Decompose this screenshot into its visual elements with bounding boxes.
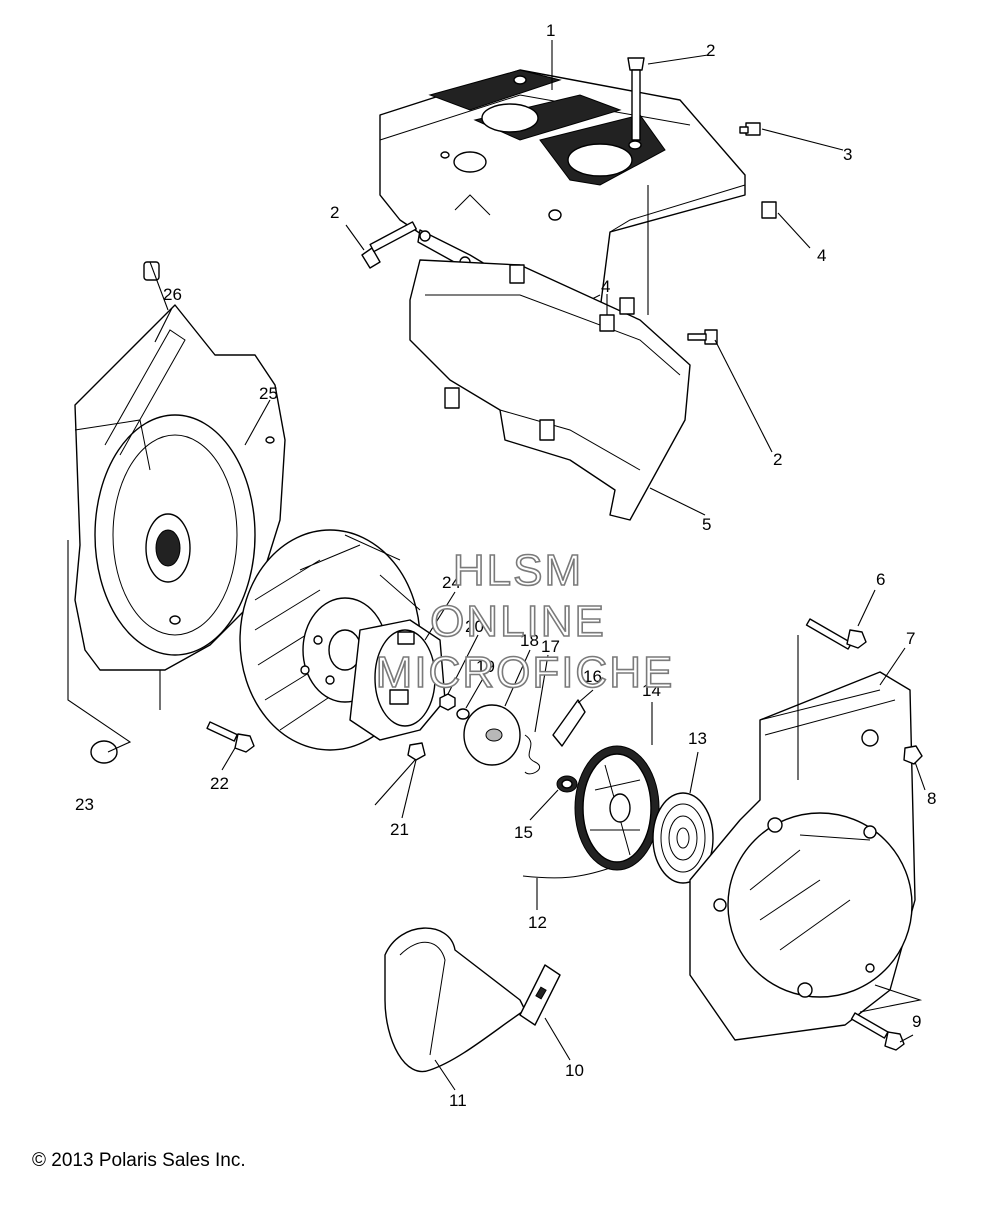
callout-21: 21 <box>390 820 409 839</box>
callout-7: 7 <box>906 629 915 648</box>
spring-part <box>524 734 541 775</box>
callout-11: 11 <box>449 1091 467 1110</box>
rope-handle-part <box>519 964 561 1026</box>
bolt-21 <box>407 742 426 761</box>
callout-8: 8 <box>927 789 936 808</box>
callout-9: 9 <box>912 1012 921 1031</box>
bolt-22 <box>206 721 255 753</box>
bolt-8 <box>903 745 923 765</box>
callout-2a: 2 <box>706 41 715 60</box>
callout-26: 26 <box>163 285 182 304</box>
watermark-line-2: ONLINE <box>430 597 606 646</box>
bolt-2b <box>361 221 417 269</box>
callout-14: 14 <box>642 681 661 700</box>
leader-lines <box>67 40 926 1091</box>
callout-10: 10 <box>565 1061 584 1080</box>
callout-13: 13 <box>688 729 707 748</box>
bolt-9 <box>850 1012 905 1051</box>
callout-20: 20 <box>465 617 484 636</box>
bushing-part <box>556 775 578 793</box>
bolt-2a <box>627 57 645 141</box>
callout-2c: 2 <box>773 450 782 469</box>
callout-5: 5 <box>702 515 711 534</box>
handle-cover-part <box>384 927 526 1073</box>
callout-labels: 1 2 3 4 4 2 2 5 6 7 8 9 10 11 12 13 14 1… <box>75 21 936 1110</box>
bolt-2c <box>687 329 718 345</box>
callout-3: 3 <box>843 145 852 164</box>
callout-2b: 2 <box>330 203 339 222</box>
callout-19: 19 <box>476 657 495 676</box>
callout-17: 17 <box>541 637 560 656</box>
callout-4a: 4 <box>817 246 826 265</box>
hub-cup-part <box>349 619 446 741</box>
recoil-spring-part <box>652 792 714 884</box>
callout-16: 16 <box>583 667 602 686</box>
starter-rope-part <box>522 867 611 879</box>
callout-4b: 4 <box>601 277 610 296</box>
callout-24: 24 <box>442 573 461 592</box>
air-duct-part <box>409 259 691 521</box>
drive-plate-part <box>463 704 521 766</box>
clip-4a <box>761 201 777 219</box>
callout-12: 12 <box>528 913 547 932</box>
callout-1: 1 <box>546 21 555 40</box>
recoil-housing-part <box>689 671 916 1041</box>
clip-4b <box>599 314 615 332</box>
bolt-3 <box>739 122 761 136</box>
callout-22: 22 <box>210 774 229 793</box>
rope-pulley-part <box>574 745 660 871</box>
washer-part <box>456 708 470 720</box>
back-plate-part <box>74 304 286 671</box>
callout-15: 15 <box>514 823 533 842</box>
watermark: HLSM ONLINE MICROFICHE <box>375 545 675 698</box>
pawl-part <box>552 699 586 747</box>
watermark-line-1: HLSM <box>453 546 583 595</box>
callout-23: 23 <box>75 795 94 814</box>
callout-25: 25 <box>259 384 278 403</box>
engine-cover-part <box>379 69 746 327</box>
copyright-notice: © 2013 Polaris Sales Inc. <box>32 1150 246 1171</box>
callout-6: 6 <box>876 570 885 589</box>
callout-18: 18 <box>520 631 539 650</box>
watermark-line-3: MICROFICHE <box>376 648 675 697</box>
bolt-6 <box>805 618 867 650</box>
plug-cap-part <box>90 740 118 764</box>
